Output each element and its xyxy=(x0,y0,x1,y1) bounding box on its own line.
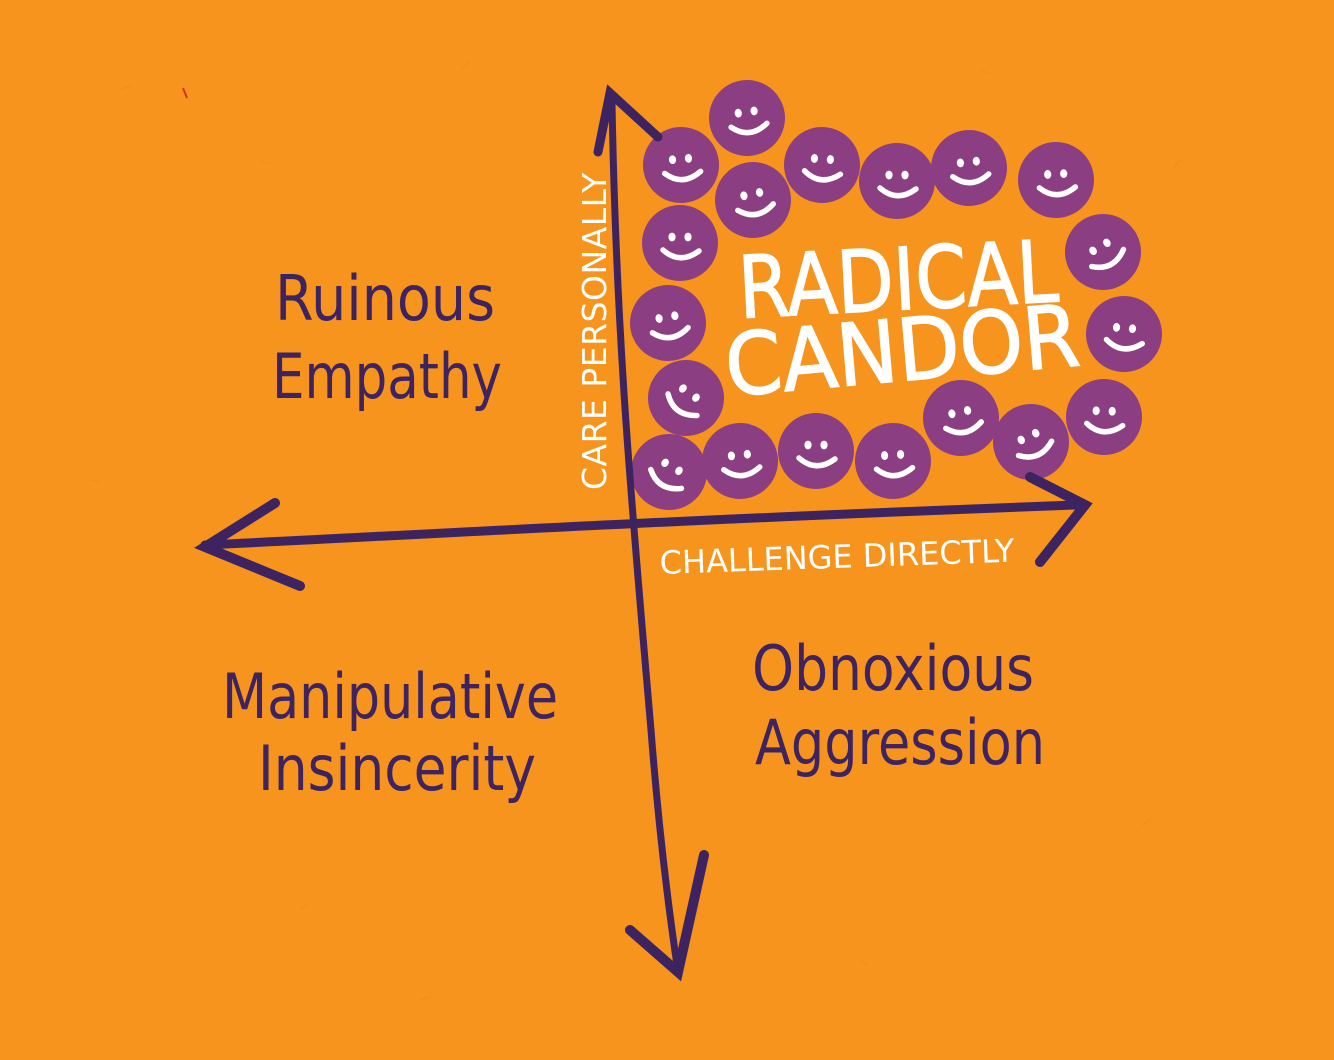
obnoxious-aggression-line-1: Obnoxious xyxy=(752,632,1034,705)
smiley-face-icon xyxy=(715,162,791,238)
vertical-axis-top-arrowhead xyxy=(593,84,663,157)
smiley-face-icon xyxy=(931,130,1007,206)
vertical-axis-line xyxy=(608,98,682,976)
horizontal-axis-label: CHALLENGE DIRECTLY xyxy=(659,532,1015,582)
smiley-face-icon xyxy=(1066,379,1142,455)
smiley-face-icon xyxy=(784,127,860,203)
smiley-face-icon xyxy=(648,360,724,436)
vertical-axis-bottom-arrowhead xyxy=(625,850,709,982)
manipulative-insincerity-line-2: Insincerity xyxy=(258,732,536,805)
radical-candor-line-1: RADICAL xyxy=(736,222,1061,339)
smiley-cluster xyxy=(630,80,1162,510)
obnoxious-aggression-line-2: Aggression xyxy=(755,706,1045,779)
smiley-face-icon xyxy=(1086,296,1162,372)
smiley-face-icon xyxy=(855,423,931,499)
smiley-face-icon xyxy=(1065,214,1141,290)
horizontal-axis xyxy=(194,472,1093,591)
smiley-face-icon xyxy=(702,423,778,499)
ruinous-empathy-line-1: Ruinous xyxy=(275,262,495,335)
radical-candor-title: RADICAL CANDOR xyxy=(720,222,1084,418)
vertical-axis-label: CARE PERSONALLY xyxy=(575,172,614,490)
smiley-face-icon xyxy=(993,404,1069,480)
horizontal-axis-right-arrowhead xyxy=(1025,472,1093,567)
smiley-face-icon xyxy=(631,434,707,510)
smiley-face-icon xyxy=(709,80,785,156)
horizontal-axis-line xyxy=(200,500,1080,550)
manipulative-insincerity-line-1: Manipulative xyxy=(222,660,558,733)
smiley-face-icon xyxy=(859,143,935,219)
smiley-face-icon xyxy=(643,127,719,203)
horizontal-axis-left-arrowhead xyxy=(194,498,305,591)
smiley-face-icon xyxy=(923,380,999,456)
ruinous-empathy-line-2: Empathy xyxy=(272,340,502,413)
smiley-face-icon xyxy=(630,285,706,361)
smiley-face-icon xyxy=(642,205,718,281)
smiley-face-icon xyxy=(778,413,854,489)
smiley-face-icon xyxy=(1018,142,1094,218)
vertical-axis xyxy=(593,84,709,982)
